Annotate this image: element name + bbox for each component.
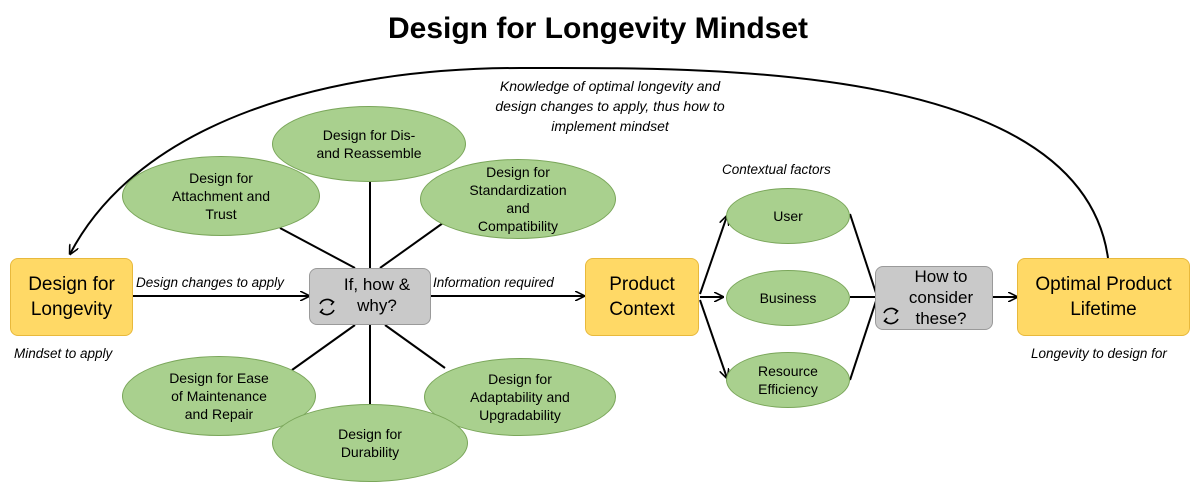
label-mindset-to-apply: Mindset to apply — [14, 346, 113, 361]
node-design-adaptability: Design for Adaptability and Upgradabilit… — [424, 358, 616, 436]
node-design-for-longevity: Design for Longevity — [10, 258, 133, 336]
node-design-dis-reassemble: Design for Dis- and Reassemble — [272, 106, 466, 182]
arrow-context-to-user — [699, 216, 727, 295]
spoke-maintenance — [291, 324, 356, 371]
line-resource-to-consider — [849, 297, 878, 381]
label-knowledge-feedback: Knowledge of optimal longevity and desig… — [495, 78, 725, 134]
node-factor-user: User — [726, 188, 850, 244]
node-if-how-why — [309, 268, 431, 325]
node-design-standardization: Design for Standardization and Compatibi… — [420, 159, 616, 239]
node-how-to-consider — [875, 266, 993, 330]
label-contextual-factors: Contextual factors — [722, 162, 831, 177]
node-design-durability: Design for Durability — [272, 404, 468, 482]
node-design-maintenance-repair: Design for Ease of Maintenance and Repai… — [122, 356, 316, 436]
diagram-title: Design for Longevity Mindset — [387, 12, 809, 45]
node-product-context: Product Context — [585, 258, 699, 336]
node-how-to-consider-text: How to consider these? — [908, 267, 974, 328]
spoke-adaptability — [384, 324, 446, 369]
feedback-arc — [70, 66, 1109, 259]
label-design-changes: Design changes to apply — [136, 275, 284, 290]
node-factor-business: Business — [726, 270, 850, 326]
node-design-attachment-trust: Design for Attachment and Trust — [122, 156, 320, 236]
node-factor-resource-efficiency: Resource Efficiency — [726, 352, 850, 408]
label-longevity-to-design-for: Longevity to design for — [1031, 346, 1167, 361]
cycle-icon — [319, 298, 335, 316]
cycle-icon-consider — [883, 307, 899, 325]
node-if-how-why-text: If, how & why? — [343, 275, 411, 315]
spoke-standardization — [379, 217, 451, 269]
node-optimal-product-lifetime: Optimal Product Lifetime — [1017, 258, 1190, 336]
arrow-context-to-resource — [699, 299, 727, 378]
spoke-attachment — [279, 227, 356, 269]
line-user-to-consider — [849, 213, 878, 297]
label-information-required: Information required — [433, 275, 554, 290]
